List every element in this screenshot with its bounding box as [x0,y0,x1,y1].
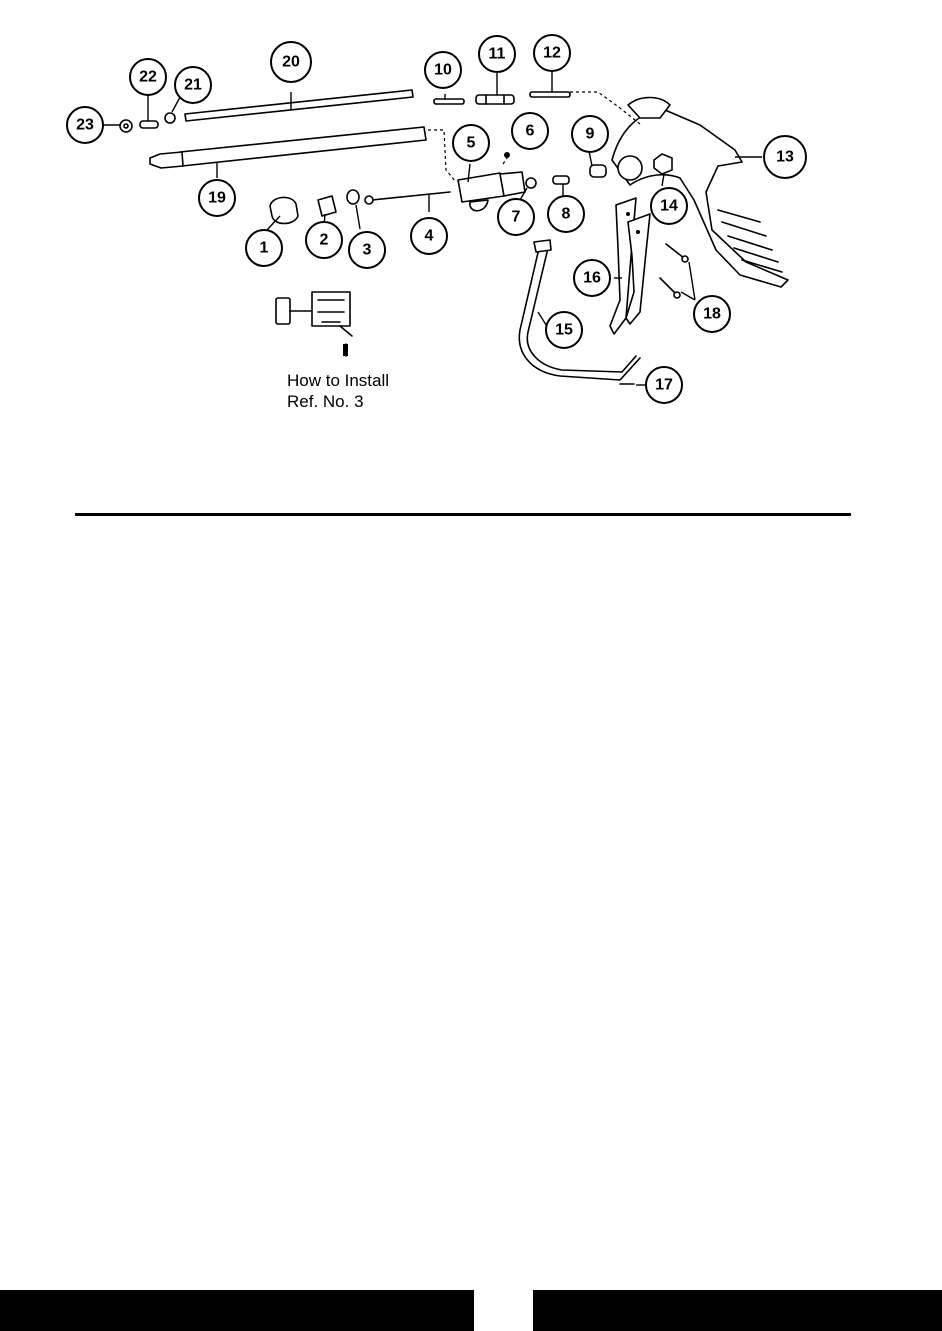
svg-text:13: 13 [776,149,794,166]
part-seal-3 [346,189,360,205]
callout-9: 9 [571,115,609,153]
part-hook-15 [518,239,641,381]
part-cap-1 [269,196,299,225]
part-trigger-16 [609,197,651,335]
part-rod-20 [184,89,414,122]
callout-21: 21 [174,66,212,104]
part-ring-7 [525,177,537,189]
callout-20: 20 [270,41,312,83]
part-valve-body-5 [457,171,526,212]
callout-23: 23 [66,106,104,144]
callout-14: 14 [650,187,688,225]
part-tip-2 [317,195,337,217]
callout-2: 2 [305,221,343,259]
svg-text:12: 12 [543,45,561,62]
part-fitting-8 [552,175,570,185]
svg-text:2: 2 [320,232,329,249]
part-ball-6 [504,152,510,158]
svg-text:19: 19 [208,190,226,207]
part-washer-23 [119,119,133,133]
install-note-line2: Ref. No. 3 [287,392,364,411]
part-tube-19 [149,126,427,169]
part-pin-10 [433,98,465,105]
part-pins-18 [659,243,689,299]
part-gun-body-13 [611,96,789,288]
part-small-21 [164,112,176,124]
exploded-parts-diagram: How to Install Ref. No. 3 1 2 3 4 5 6 7 … [66,34,807,411]
svg-text:6: 6 [526,123,535,140]
callout-18: 18 [693,295,731,333]
callout-13: 13 [763,135,807,179]
svg-text:5: 5 [467,135,476,152]
callout-10: 10 [424,51,462,89]
svg-text:14: 14 [660,198,678,215]
part-needle-4 [364,191,451,205]
callout-11: 11 [478,35,516,73]
svg-text:10: 10 [434,62,452,79]
callout-17: 17 [645,366,683,404]
section-divider [75,513,851,516]
callout-3: 3 [348,231,386,269]
callout-1: 1 [245,229,283,267]
svg-text:3: 3 [363,242,372,259]
svg-text:1: 1 [260,240,269,257]
callout-15: 15 [545,311,583,349]
footer-bar-left [0,1290,474,1331]
callout-19: 19 [198,179,236,217]
install-detail-sketch [275,291,353,357]
callout-6: 6 [511,112,549,150]
callout-7: 7 [497,198,535,236]
callout-8: 8 [547,195,585,233]
part-fitting-9 [589,164,607,178]
svg-text:21: 21 [184,77,202,94]
svg-text:7: 7 [512,209,521,226]
part-small-22 [139,120,159,129]
svg-text:11: 11 [489,46,506,63]
part-sleeve-11 [475,94,515,105]
svg-text:23: 23 [76,117,94,134]
svg-text:20: 20 [282,54,300,71]
svg-text:4: 4 [425,228,434,245]
install-note-line1: How to Install [287,371,389,390]
svg-text:15: 15 [555,322,573,339]
svg-text:8: 8 [562,206,571,223]
svg-text:9: 9 [586,126,595,143]
callout-16: 16 [573,259,611,297]
svg-text:17: 17 [655,377,673,394]
footer-bar-right [533,1290,942,1331]
svg-text:18: 18 [703,306,721,323]
callout-12: 12 [533,34,571,72]
callout-5: 5 [452,124,490,162]
part-rod-12 [529,91,571,98]
callout-22: 22 [129,58,167,96]
part-nut-14 [653,153,673,175]
callout-4: 4 [410,217,448,255]
svg-text:22: 22 [139,69,157,86]
svg-text:16: 16 [583,270,601,287]
